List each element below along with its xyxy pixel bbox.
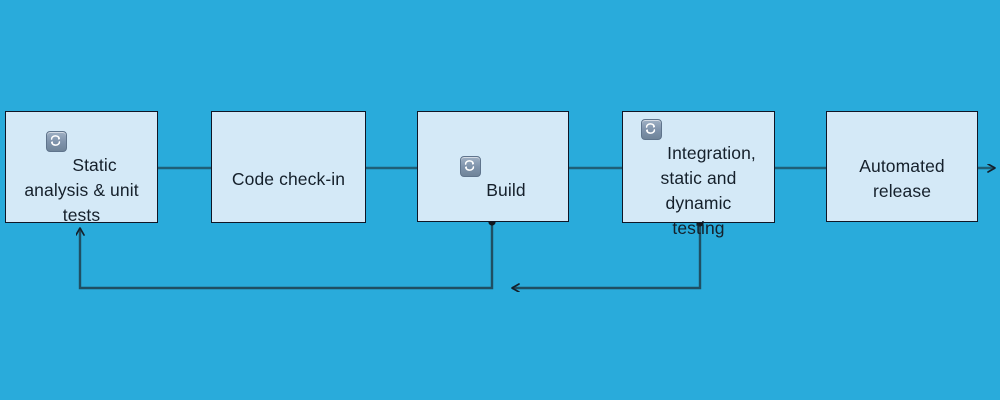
node-static-analysis-unit-tests[interactable]: Static analysis & unit tests [5, 111, 158, 225]
node-build-content: Build [454, 131, 531, 203]
node-automated-release-label: Automated release [859, 156, 945, 201]
node-build[interactable]: Build [417, 111, 569, 222]
node-integration-static-dynamic-testing-label: Integration, static and dynamic testing [660, 142, 756, 238]
node-code-check-in-content: Code check-in [226, 142, 351, 192]
node-integration-static-dynamic-testing[interactable]: Integration, static and dynamic testing [622, 111, 775, 238]
node-code-check-in-label: Code check-in [231, 169, 346, 189]
node-automated-release-content: Automated release [853, 129, 951, 204]
node-static-analysis-unit-tests-content: Static analysis & unit tests [18, 106, 144, 228]
node-integration-static-dynamic-testing-content: Integration, static and dynamic testing [635, 94, 762, 241]
sync-icon [460, 155, 482, 177]
sync-icon [46, 131, 68, 152]
node-static-analysis-unit-tests-label: Static analysis & unit tests [24, 155, 139, 225]
connector-build-feedback-to-static [80, 222, 494, 290]
node-automated-release[interactable]: Automated release [826, 111, 978, 222]
sync-icon [641, 118, 663, 140]
node-code-check-in[interactable]: Code check-in [211, 111, 366, 223]
node-build-label: Build [486, 179, 526, 200]
